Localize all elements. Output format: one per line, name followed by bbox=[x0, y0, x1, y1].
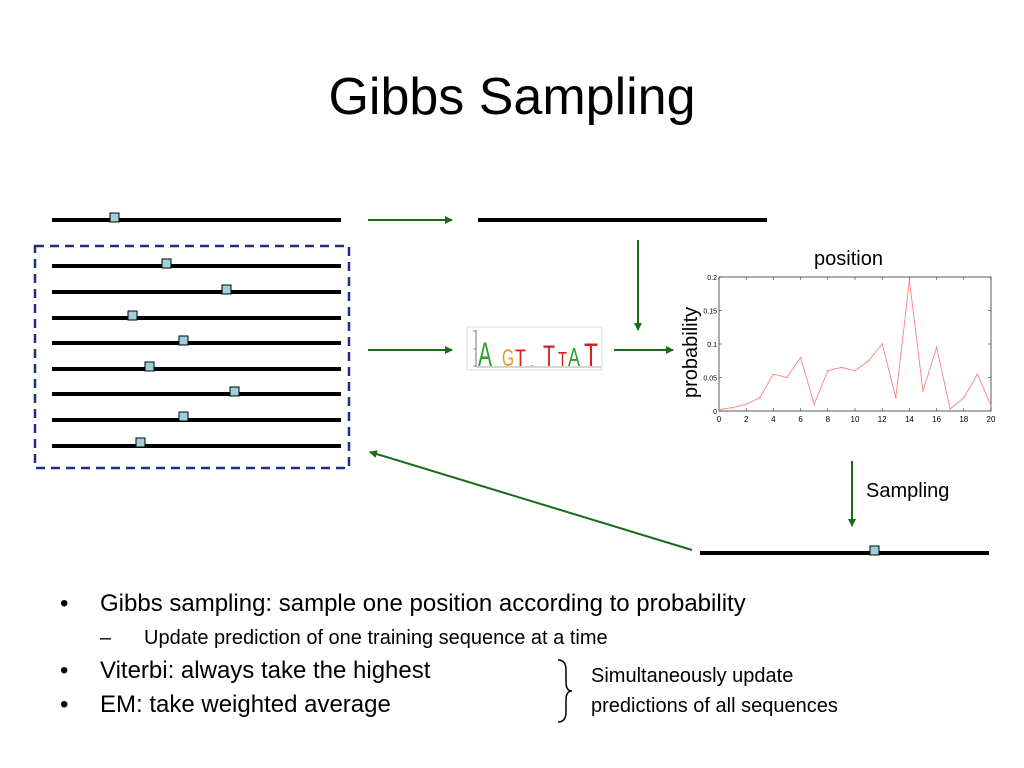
motif-marker bbox=[221, 284, 232, 295]
motif-marker bbox=[229, 386, 240, 397]
x-tick-label: 6 bbox=[798, 415, 803, 424]
data-point bbox=[963, 396, 965, 399]
brace-note: Simultaneously update predictions of all… bbox=[591, 661, 838, 721]
x-tick-label: 14 bbox=[905, 415, 914, 424]
logo-letter-t: T bbox=[543, 340, 555, 373]
sampling-label: Sampling bbox=[866, 480, 950, 502]
motif-marker bbox=[109, 212, 120, 223]
motif-marker bbox=[161, 258, 172, 269]
x-tick-label: 2 bbox=[744, 415, 749, 424]
data-point bbox=[745, 403, 747, 406]
x-tick-label: 8 bbox=[826, 415, 831, 424]
data-point bbox=[908, 279, 911, 282]
slide-title: Gibbs Sampling bbox=[328, 68, 696, 126]
data-point bbox=[840, 366, 843, 369]
motif-marker bbox=[178, 411, 189, 422]
logo-letter-t: T bbox=[584, 337, 598, 373]
data-point bbox=[799, 356, 802, 359]
probability-plot: 0 2 4 6 8 10 12 14 16 18 20 0 0.05 0.1 0.15 0.2 bbox=[703, 275, 996, 424]
motif-marker bbox=[127, 310, 138, 321]
data-point bbox=[990, 404, 992, 407]
x-tick-label: 16 bbox=[932, 415, 941, 424]
data-point bbox=[772, 373, 775, 375]
logo-letter-t: T bbox=[515, 345, 526, 372]
y-tick-label: 0.1 bbox=[707, 342, 717, 349]
brace bbox=[557, 659, 573, 723]
x-tick-label: 12 bbox=[878, 415, 887, 424]
sampled-sequence bbox=[700, 545, 989, 556]
data-point bbox=[922, 390, 924, 392]
y-tick-label: 0.15 bbox=[703, 309, 717, 316]
data-point bbox=[731, 406, 734, 409]
x-tick-label: 18 bbox=[959, 415, 968, 424]
data-point bbox=[813, 403, 815, 406]
data-point bbox=[935, 346, 938, 349]
data-point bbox=[759, 396, 761, 399]
y-tick-label: 0.05 bbox=[703, 376, 717, 383]
brace-note-line2: predictions of all sequences bbox=[591, 695, 838, 717]
data-point bbox=[976, 373, 979, 375]
x-tick-label: 10 bbox=[851, 415, 860, 424]
data-point bbox=[949, 408, 951, 410]
x-tick-label: 0 bbox=[717, 415, 722, 424]
brace-note-line1: Simultaneously update bbox=[591, 665, 794, 687]
logo-letter-a: A bbox=[478, 336, 492, 374]
motif-logo: A G T . T T A T bbox=[466, 326, 603, 374]
training-set-box bbox=[33, 244, 351, 470]
data-point bbox=[718, 408, 720, 411]
x-axis-title: position bbox=[814, 248, 883, 270]
motif-marker bbox=[178, 335, 189, 346]
arrow-back-to-set bbox=[369, 450, 693, 551]
y-tick-label: 0.2 bbox=[707, 275, 717, 282]
training-sequences bbox=[52, 258, 341, 448]
motif-marker bbox=[135, 437, 146, 448]
motif-marker bbox=[869, 545, 880, 556]
logo-letter-t: T bbox=[558, 349, 567, 371]
data-point bbox=[854, 370, 856, 372]
y-axis-title: probability bbox=[680, 306, 702, 398]
data-point bbox=[895, 396, 897, 399]
logo-letter-a: A bbox=[568, 342, 580, 372]
data-point bbox=[786, 376, 788, 379]
data-point bbox=[881, 343, 883, 345]
svg-text:.: . bbox=[528, 359, 536, 368]
data-point bbox=[867, 359, 870, 362]
y-tick-label: 0 bbox=[713, 409, 717, 416]
x-tick-label: 20 bbox=[987, 415, 996, 424]
data-point bbox=[827, 370, 829, 372]
logo-letter-g: G bbox=[502, 345, 514, 372]
motif-marker bbox=[144, 361, 155, 372]
held-out-sequence bbox=[52, 212, 341, 223]
plot-frame bbox=[718, 276, 992, 412]
x-tick-label: 4 bbox=[771, 415, 776, 424]
